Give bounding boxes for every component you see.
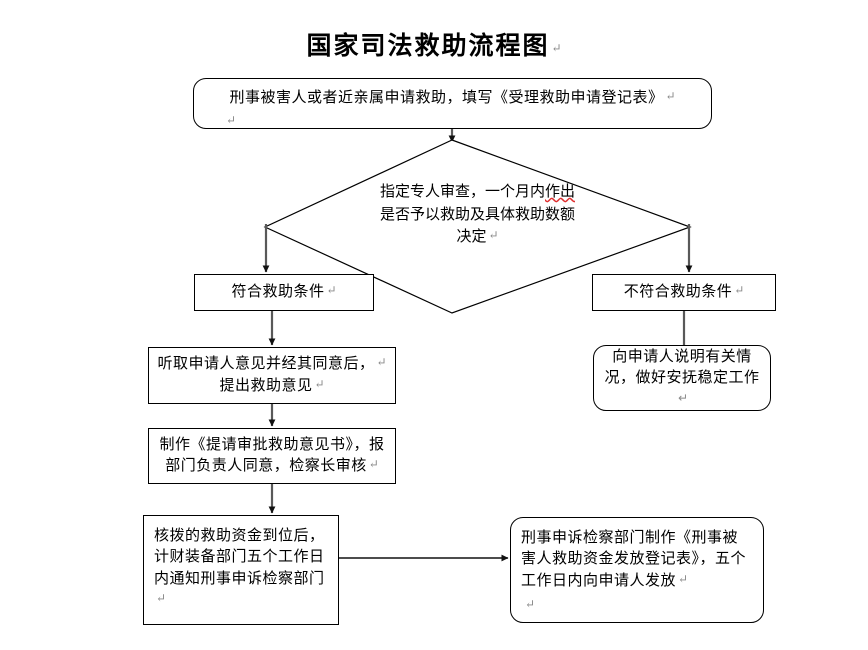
node-disburse-text: 刑事申诉检察部门制作《刑事被害人救助资金发放登记表》，五个工作日内向申请人发放↵… xyxy=(511,528,763,613)
paragraph-mark-icon: ↵ xyxy=(326,282,337,297)
node-approval-text: 制作《提请审批救助意见书》，报部门负责人同意，检察长审核↵ xyxy=(159,436,385,474)
paragraph-mark-icon: ↵ xyxy=(677,390,689,405)
paragraph-mark-icon: ↵ xyxy=(226,113,237,128)
paragraph-mark-icon: ↵ xyxy=(665,89,676,103)
paragraph-mark-icon: ↵ xyxy=(488,228,499,242)
node-explain[interactable]: 向申请人说明有关情况，做好安抚稳定工作↵ xyxy=(593,345,771,411)
node-opinion[interactable]: 听取申请人意见并经其同意后，↵ 提出救助意见↵ xyxy=(148,347,396,404)
node-explain-text: 向申请人说明有关情况，做好安抚稳定工作↵ xyxy=(604,347,760,405)
node-opinion-line2: 提出救助意见↵ xyxy=(219,376,325,394)
node-apply-text: 刑事被害人或者近亲属申请救助，填写《受理救助申请登记表》↵ ↵ xyxy=(194,88,711,129)
paragraph-mark-icon: ↵ xyxy=(734,282,745,297)
node-eligible[interactable]: 符合救助条件↵ xyxy=(194,274,374,311)
node-not-eligible-text: 不符合救助条件↵ xyxy=(623,282,745,300)
node-apply[interactable]: 刑事被害人或者近亲属申请救助，填写《受理救助申请登记表》↵ ↵ xyxy=(193,78,712,129)
node-opinion-text: 听取申请人意见并经其同意后，↵ 提出救助意见↵ xyxy=(149,354,395,397)
page-title: 国家司法救助流程图↵ xyxy=(0,26,868,62)
paragraph-mark-icon: ↵ xyxy=(368,457,379,471)
node-disburse[interactable]: 刑事申诉检察部门制作《刑事被害人救助资金发放登记表》，五个工作日内向申请人发放↵… xyxy=(510,517,764,623)
node-review-decision-line2: 是否予以救助及具体救助数额 xyxy=(379,206,575,223)
node-not-eligible[interactable]: 不符合救助条件↵ xyxy=(592,274,776,311)
node-funds[interactable]: 核拨的救助资金到位后，计财装备部门五个工作日内通知刑事申诉检察部门↵ xyxy=(143,515,339,625)
paragraph-mark-icon: ↵ xyxy=(156,590,167,605)
paragraph-mark-icon: ↵ xyxy=(678,571,689,586)
paragraph-mark-icon: ↵ xyxy=(314,376,325,391)
node-review-decision-label[interactable]: 指定专人审查，一个月内作出 是否予以救助及具体救助数额 决定↵ xyxy=(330,181,625,249)
spellcheck-flagged-text: 作出 xyxy=(545,184,576,200)
paragraph-mark-icon: ↵ xyxy=(551,41,562,55)
paragraph-mark-icon: ↵ xyxy=(525,596,536,611)
paragraph-mark-icon: ↵ xyxy=(376,355,387,370)
page-title-text: 国家司法救助流程图 xyxy=(306,33,550,60)
node-eligible-text: 符合救助条件↵ xyxy=(231,282,337,300)
node-funds-text: 核拨的救助资金到位后，计财装备部门五个工作日内通知刑事申诉检察部门↵ xyxy=(154,528,325,605)
node-opinion-line1: 听取申请人意见并经其同意后，↵ xyxy=(157,355,387,373)
node-review-decision-line3: 决定↵ xyxy=(456,228,499,245)
node-review-decision-line1: 指定专人审查，一个月内作出 xyxy=(379,184,576,200)
node-approval[interactable]: 制作《提请审批救助意见书》，报部门负责人同意，检察长审核↵ xyxy=(148,428,396,484)
